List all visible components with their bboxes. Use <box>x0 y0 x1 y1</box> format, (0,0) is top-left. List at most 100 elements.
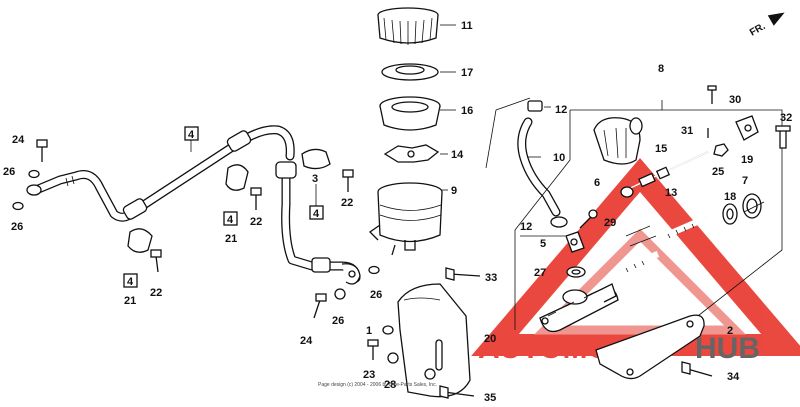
label-35: 35 <box>484 392 496 404</box>
label-17: 17 <box>461 67 473 79</box>
front-direction-indicator: FR. <box>748 12 785 39</box>
reservoir-plate <box>381 63 439 81</box>
washer-26d <box>334 288 346 300</box>
spring-parts <box>625 225 657 247</box>
clevis-joint <box>735 115 759 141</box>
label-21-middle: 21 <box>225 233 237 245</box>
washer-26a <box>28 169 40 179</box>
bolt-34 <box>681 361 713 377</box>
screw-29 <box>579 209 598 229</box>
label-24-bottom: 24 <box>300 335 313 347</box>
bolt-22b <box>150 249 162 273</box>
label-26-right: 26 <box>370 289 382 301</box>
reservoir-hose <box>517 117 561 217</box>
label-25: 25 <box>712 166 724 178</box>
label-29: 29 <box>604 217 616 229</box>
bolt-22c <box>342 169 354 192</box>
hose-clamp-upper <box>527 100 543 112</box>
label-5: 5 <box>540 238 546 250</box>
label-12-lower: 12 <box>520 221 532 233</box>
copyright-notice: Page design (c) 2004 - 2006 by Bike-Part… <box>318 382 437 388</box>
hose-clamp-3 <box>301 148 331 170</box>
collar-28 <box>387 352 399 364</box>
master-cylinder-group-outline <box>514 100 783 331</box>
label-20: 20 <box>484 333 496 345</box>
label-2: 2 <box>727 325 733 337</box>
label-26-left: 26 <box>11 221 23 233</box>
label-24-top: 24 <box>12 134 25 146</box>
nut-25 <box>713 143 729 157</box>
cylinder-boot <box>593 117 643 165</box>
bolt-22a <box>250 187 262 210</box>
label-31: 31 <box>681 125 693 137</box>
bolt-23 <box>367 339 379 360</box>
label-6: 6 <box>594 177 600 189</box>
small-bolt-30 <box>707 85 717 104</box>
label-10: 10 <box>553 152 565 164</box>
label-23: 23 <box>363 369 375 381</box>
piston-seal-18 <box>722 203 738 225</box>
bolt-33 <box>445 267 481 281</box>
bolt-35 <box>439 385 475 399</box>
label-1: 1 <box>366 325 372 337</box>
label-12-upper: 12 <box>555 104 567 116</box>
label-34: 34 <box>727 371 740 383</box>
label-22-middle: 22 <box>250 216 262 228</box>
label-19: 19 <box>741 154 753 166</box>
fr-label: FR. <box>748 21 768 39</box>
label-7: 7 <box>742 175 748 187</box>
label-9: 9 <box>451 185 457 197</box>
piston-cup-7 <box>742 193 765 219</box>
label-21-left: 21 <box>124 295 136 307</box>
label-22-left: 22 <box>150 287 162 299</box>
brake-hose-left <box>31 125 295 222</box>
boxed-label-4-left: 4 <box>127 276 134 288</box>
label-26-top: 26 <box>3 166 15 178</box>
label-26-bottom: 26 <box>332 315 344 327</box>
washer-26c <box>368 265 380 275</box>
washer-26b <box>12 201 24 211</box>
label-33: 33 <box>485 272 497 284</box>
grommet-1 <box>382 325 394 335</box>
washer-27 <box>566 266 586 278</box>
label-15: 15 <box>655 143 667 155</box>
part-labels: 11 17 16 14 9 12 10 8 30 31 32 19 25 15 … <box>3 20 792 404</box>
reservoir-body <box>368 182 443 256</box>
label-28: 28 <box>384 379 396 391</box>
boxed-label-4-middle: 4 <box>227 214 234 226</box>
label-14: 14 <box>451 149 464 161</box>
master-cylinder-body <box>539 283 619 333</box>
mount-bracket <box>595 314 705 380</box>
bolt-24b <box>313 293 327 319</box>
boxed-labels: 4 4 4 4 <box>123 126 324 288</box>
label-30: 30 <box>729 94 741 106</box>
label-32: 32 <box>780 112 792 124</box>
hose-clamp-21a <box>225 164 249 191</box>
banjo-end-left <box>26 184 42 196</box>
label-18: 18 <box>724 191 736 203</box>
label-11: 11 <box>461 20 473 32</box>
heat-guard <box>397 283 471 398</box>
piston-assembly <box>618 215 708 273</box>
hose-clamp-lower <box>550 216 568 228</box>
banjo-fitting <box>565 231 585 253</box>
hose-clamp-21b <box>127 228 153 253</box>
reservoir-cap <box>377 7 439 45</box>
label-8: 8 <box>658 63 664 75</box>
fr-arrow-icon <box>767 12 785 26</box>
boxed-label-4-right: 4 <box>313 208 320 220</box>
label-27: 27 <box>534 267 546 279</box>
reservoir-diaphragm <box>379 96 441 131</box>
bolt-24a <box>36 139 48 162</box>
label-13: 13 <box>665 187 677 199</box>
watermark-brand-part2: HUB <box>695 332 760 365</box>
label-16: 16 <box>461 105 473 117</box>
hose-fittings <box>122 130 361 285</box>
pushrod <box>620 151 709 198</box>
label-3: 3 <box>312 173 318 185</box>
boxed-label-4-top: 4 <box>188 129 195 141</box>
reservoir-float-plate <box>383 144 440 163</box>
label-22-right: 22 <box>341 197 353 209</box>
